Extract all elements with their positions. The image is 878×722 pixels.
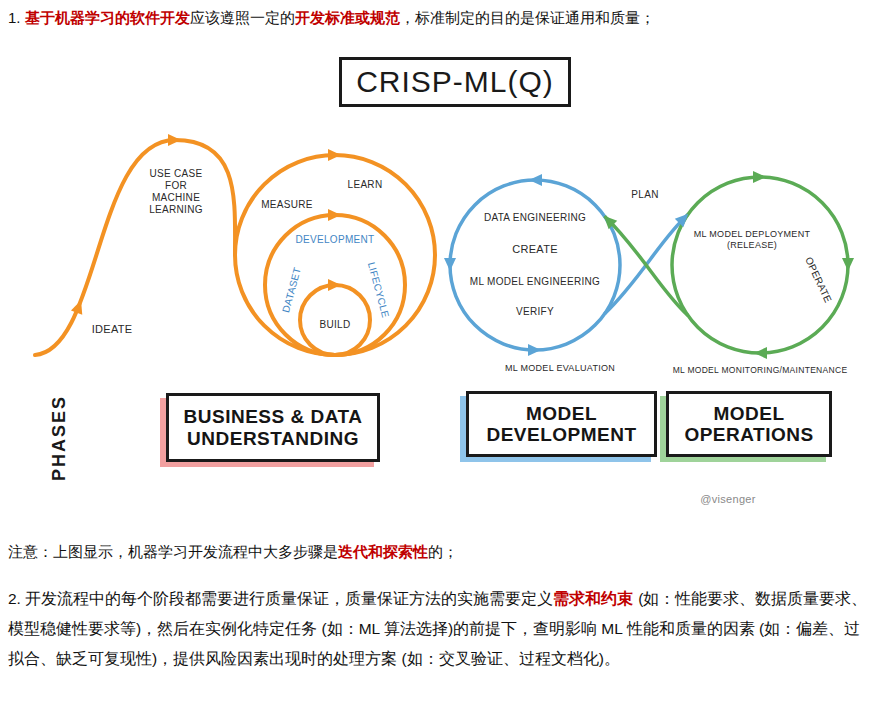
emphasis-text: 基于机器学习的软件开发 [25,9,190,26]
phase-name: MODEL DEVELOPMENT [475,403,648,446]
step-label: DATA ENGINEERING [484,212,586,224]
phase-box: BUSINESS & DATA UNDERSTANDING [166,393,380,462]
return-link [605,216,688,315]
arrowhead [328,149,341,161]
arrowhead [444,258,456,271]
phase-box: MODEL DEVELOPMENT [466,391,657,457]
phase-name: BUSINESS & DATA UNDERSTANDING [175,406,371,449]
arrowhead [754,347,767,359]
step-label: VERIFY [516,306,554,318]
arrowhead [328,279,341,291]
phase-box: MODEL OPERATIONS [666,391,832,457]
inner-loop [300,285,370,355]
arrowhead [168,134,181,146]
development-loop [450,180,620,350]
step-label: LIFECYCLE [365,261,391,319]
emphasis-text: 开发标准或规范 [295,9,400,26]
arrowhead [71,298,87,314]
ideation-curve [35,140,235,355]
orange-arrowheads [71,134,341,315]
emphasis-text: 迭代和探索性 [338,543,428,560]
step-label: MEASURE [261,199,313,211]
step-label: ML MODEL EVALUATION [505,363,615,374]
step-label: USE CASE FOR MACHINE LEARNING [143,168,209,216]
step-label: IDEATE [92,323,133,336]
paragraph-text: 的； [428,543,458,560]
paragraph-text: 1. [8,9,21,26]
step-label: DATASET [280,266,304,314]
arrowhead [328,209,341,221]
step-label: OPERATE [802,255,834,305]
paragraph: 2. 开发流程中的每个阶段都需要进行质量保证，质量保证方法的实施需要定义需求和约… [8,584,870,674]
phase-name: MODEL OPERATIONS [675,403,823,446]
paragraph-text: 注意：上图显示，机器学习开发流程中大多步骤是 [8,543,338,560]
step-label: BUILD [320,319,351,331]
blue-loop [450,180,688,350]
step-label: ML MODEL DEPLOYMENT (RELEASE) [692,229,812,251]
paragraph-text: 2. 开发流程中的每个阶段都需要进行质量保证，质量保证方法的实施需要定义 [8,590,553,607]
step-label: @visenger [700,493,755,506]
paragraph-text: ，标准制定的目的是保证通用和质量； [400,9,655,26]
arrowhead [675,210,693,228]
paragraph: 1.基于机器学习的软件开发应该遵照一定的开发标准或规范，标准制定的目的是保证通用… [8,6,870,30]
step-label: ML MODEL ENGINEERING [470,276,600,288]
paragraph-text: 应该遵照一定的 [190,9,295,26]
step-label: ML MODEL MONITORING/MAINTENANCE [673,365,848,375]
emphasis-text: 需求和约束 [553,590,633,607]
green-loop [605,177,848,353]
orange-loops [35,140,435,355]
loop-arrowheads [444,171,854,359]
arrowhead [842,258,854,271]
step-label: LEARN [348,179,383,191]
diagram-title: CRISP-ML(Q) [356,65,554,99]
arrowhead [529,174,542,186]
arrowhead [753,171,766,183]
step-label: CREATE [512,243,558,256]
arrowhead [600,212,618,230]
step-label: PLAN [631,189,658,201]
middle-loop [265,215,405,355]
arrowhead [528,344,541,356]
operations-loop [672,177,848,353]
phase-heading: PHASES [49,395,71,481]
paragraph: 注意：上图显示，机器学习开发流程中大多步骤是迭代和探索性的； [8,540,870,564]
outer-loop [235,155,435,355]
step-label: DEVELOPMENT [296,234,375,246]
title-box: CRISP-ML(Q) [339,57,571,107]
